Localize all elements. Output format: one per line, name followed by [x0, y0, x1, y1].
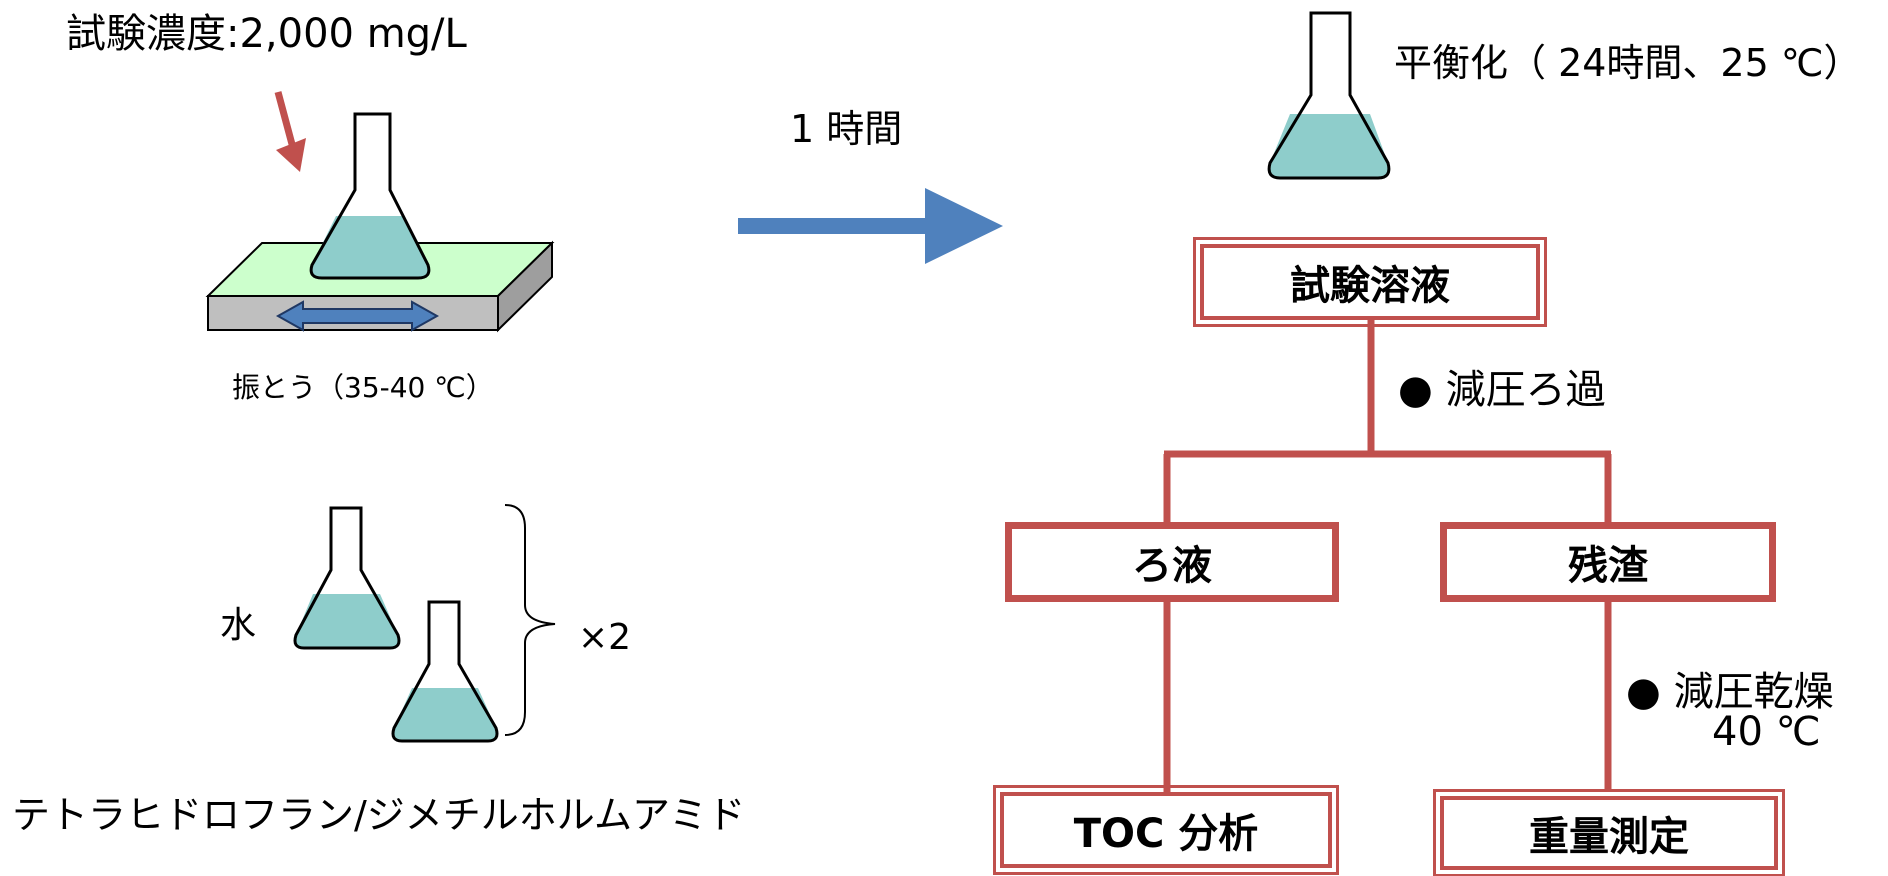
drying-temperature-label: 40 ℃ [1712, 709, 1821, 755]
filtrate-box: ろ液 [1005, 522, 1339, 602]
filtration-label: ● 減圧ろ過 [1398, 367, 1606, 413]
shaker-flask-icon [309, 112, 431, 280]
solvent-flask-icon [391, 600, 499, 743]
shaking-direction-arrow [275, 300, 440, 332]
process-arrow [738, 188, 1003, 264]
filtrate-label: ろ液 [1132, 543, 1212, 589]
test-solution-label: 試験溶液 [1290, 263, 1450, 309]
red-input-arrow [274, 91, 306, 172]
toc-analysis-box: TOC 分析 [993, 785, 1339, 875]
water-flask-icon [293, 506, 401, 650]
residue-label: 残渣 [1568, 543, 1648, 589]
test-concentration-label: 試験濃度:2,000 mg/L [66, 11, 467, 57]
test-solution-box: 試験溶液 [1193, 237, 1547, 327]
drying-label: ● 減圧乾燥 [1626, 669, 1834, 715]
duration-label: 1 時間 [790, 107, 903, 151]
flow-connectors [1163, 320, 1612, 792]
weight-measurement-box: 重量測定 [1433, 789, 1785, 876]
toc-analysis-label: TOC 分析 [1073, 811, 1259, 857]
weight-measurement-label: 重量測定 [1529, 814, 1689, 860]
repeat-count-label: ×2 [578, 617, 632, 658]
equilibration-label: 平衡化（ 24時間、25 ℃） [1394, 41, 1862, 85]
residue-box: 残渣 [1440, 522, 1776, 602]
equilibration-flask-icon [1267, 11, 1391, 180]
water-label: 水 [220, 605, 257, 646]
shaking-condition-label: 振とう（35-40 ℃） [232, 371, 494, 404]
brace-icon [504, 504, 556, 736]
solvent-label: テトラヒドロフラン/ジメチルホルムアミド [12, 793, 746, 837]
